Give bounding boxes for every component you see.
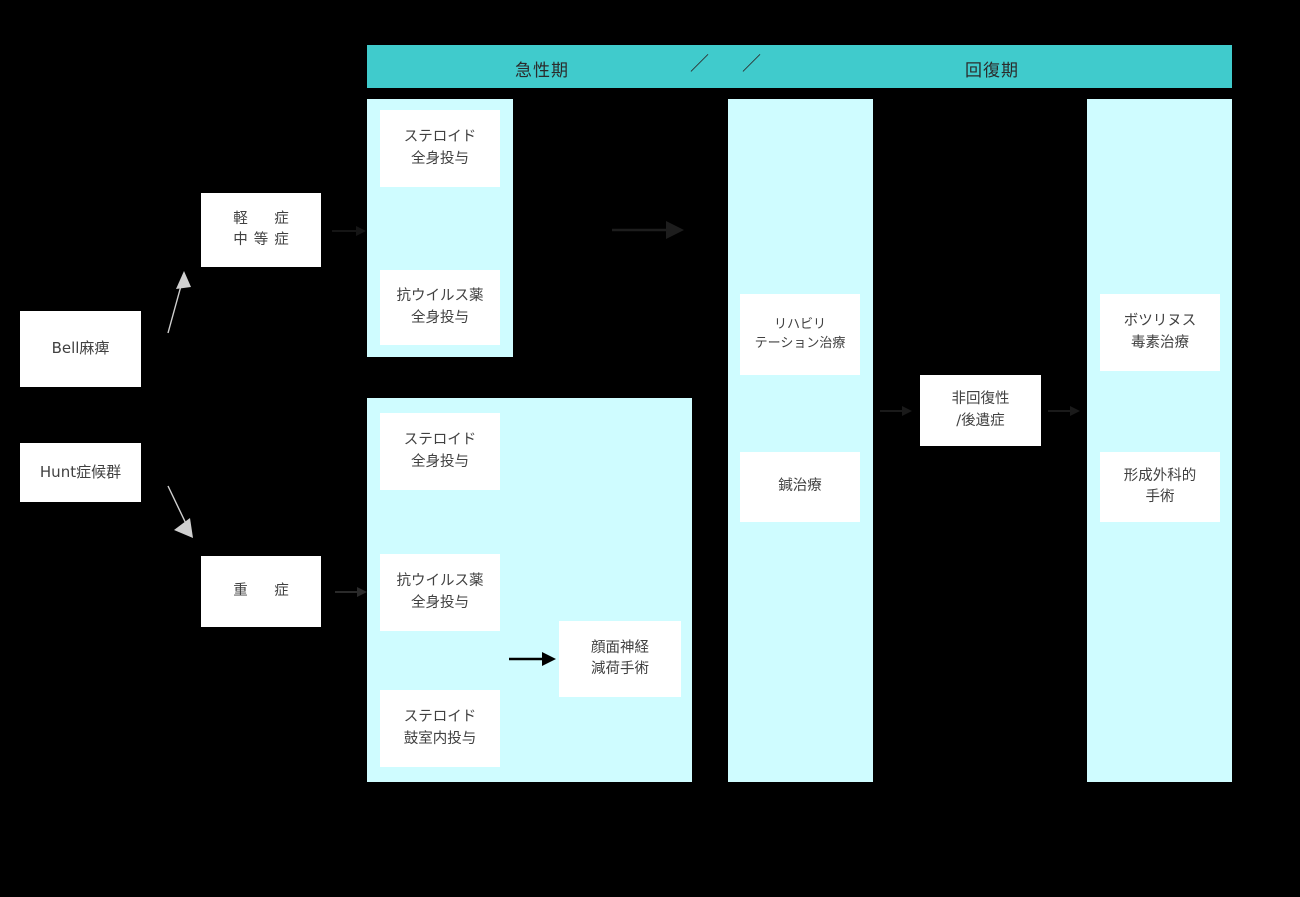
arrow-diagnosis-to-mild — [167, 271, 191, 334]
phase-label-acute: 急性期 — [515, 61, 569, 81]
phase-separator-2: ／ — [742, 53, 762, 75]
arrow-outcome-to-sequelae-lane — [1048, 406, 1080, 416]
severity-label-moderate: 中等症 — [233, 232, 295, 248]
treatment-label-line1: ステロイド — [403, 432, 477, 449]
treatment-label-line1: ステロイド — [403, 709, 477, 726]
treatment-label-line1: 抗ウイルス薬 — [396, 288, 484, 305]
treatment-label-line2: 全身投与 — [411, 150, 469, 167]
outcome-box-non-recovery-sequelae[interactable]: 非回復性 /後遺症 — [920, 375, 1041, 446]
phase-separator-1: ／ — [690, 53, 710, 75]
arrow-mild-to-acute-lane — [332, 226, 366, 236]
treatment-label-line2: 減荷手術 — [591, 661, 649, 677]
severity-label-mild: 軽 症 — [233, 210, 295, 227]
lane-sequelae — [1087, 99, 1232, 782]
treatment-label-line1: 形成外科的 — [1123, 467, 1197, 484]
treatment-label-line1: リハビリ — [773, 316, 826, 332]
treatment-label-line2: 手術 — [1145, 489, 1175, 505]
phase-header-band — [367, 45, 1232, 88]
severity-label-severe: 重 症 — [233, 582, 295, 599]
severity-box-mild-moderate[interactable]: 軽 症 中等症 — [201, 193, 321, 267]
treatment-box-rehabilitation[interactable]: リハビリ テーション治療 — [740, 294, 860, 375]
treatment-label-line1: ステロイド — [403, 129, 477, 146]
treatment-box-botulinum-toxin[interactable]: ボツリヌス 毒素治療 — [1100, 294, 1220, 371]
treatment-box-steroid-systemic-mild[interactable]: ステロイド 全身投与 — [380, 110, 500, 187]
diagnosis-label-bell: Bell麻痺 — [51, 339, 110, 358]
lane-recovery — [728, 99, 873, 782]
treatment-label-line1: ボツリヌス — [1123, 313, 1197, 330]
outcome-label-line2: /後遺症 — [956, 412, 1005, 429]
treatment-box-plastic-surgery[interactable]: 形成外科的 手術 — [1100, 452, 1220, 522]
treatment-label-line1: 鍼治療 — [778, 478, 822, 495]
treatment-label-line2: 鼓室内投与 — [403, 730, 477, 747]
treatment-label-line2: 毒素治療 — [1131, 334, 1189, 351]
treatment-label-line2: 全身投与 — [411, 594, 469, 611]
treatment-label-line2: 全身投与 — [411, 309, 469, 326]
treatment-label-line1: 抗ウイルス薬 — [396, 573, 484, 590]
treatment-box-steroid-systemic-severe[interactable]: ステロイド 全身投与 — [380, 413, 500, 490]
diagnosis-label-hunt: Hunt症候群 — [39, 462, 122, 481]
treatment-box-steroid-intratympanic[interactable]: ステロイド 鼓室内投与 — [380, 690, 500, 767]
treatment-box-facial-nerve-decompression[interactable]: 顔面神経 減荷手術 — [559, 621, 681, 697]
diagnosis-box-hunt[interactable]: Hunt症候群 — [20, 443, 141, 502]
treatment-label-line2: 全身投与 — [411, 453, 469, 470]
arrow-diagnosis-to-severe — [167, 485, 193, 538]
treatment-box-antiviral-systemic-mild[interactable]: 抗ウイルス薬 全身投与 — [380, 270, 500, 345]
arrow-to-decompression-surgery — [509, 652, 556, 666]
outcome-label-line1: 非回復性 — [951, 391, 1010, 408]
diagnosis-box-bell[interactable]: Bell麻痺 — [20, 311, 141, 387]
phase-label-recovery: 回復期 — [965, 61, 1019, 81]
arrow-acute-to-recovery — [612, 221, 684, 239]
severity-box-severe[interactable]: 重 症 — [201, 556, 321, 627]
arrow-recovery-to-sequelae-outcome — [880, 406, 912, 416]
treatment-box-antiviral-systemic-severe[interactable]: 抗ウイルス薬 全身投与 — [380, 554, 500, 631]
arrow-severe-to-acute-lane — [335, 587, 367, 597]
treatment-box-acupuncture[interactable]: 鍼治療 — [740, 452, 860, 522]
treatment-label-line1: 顔面神経 — [591, 639, 649, 656]
treatment-label-line2: テーション治療 — [754, 335, 846, 351]
